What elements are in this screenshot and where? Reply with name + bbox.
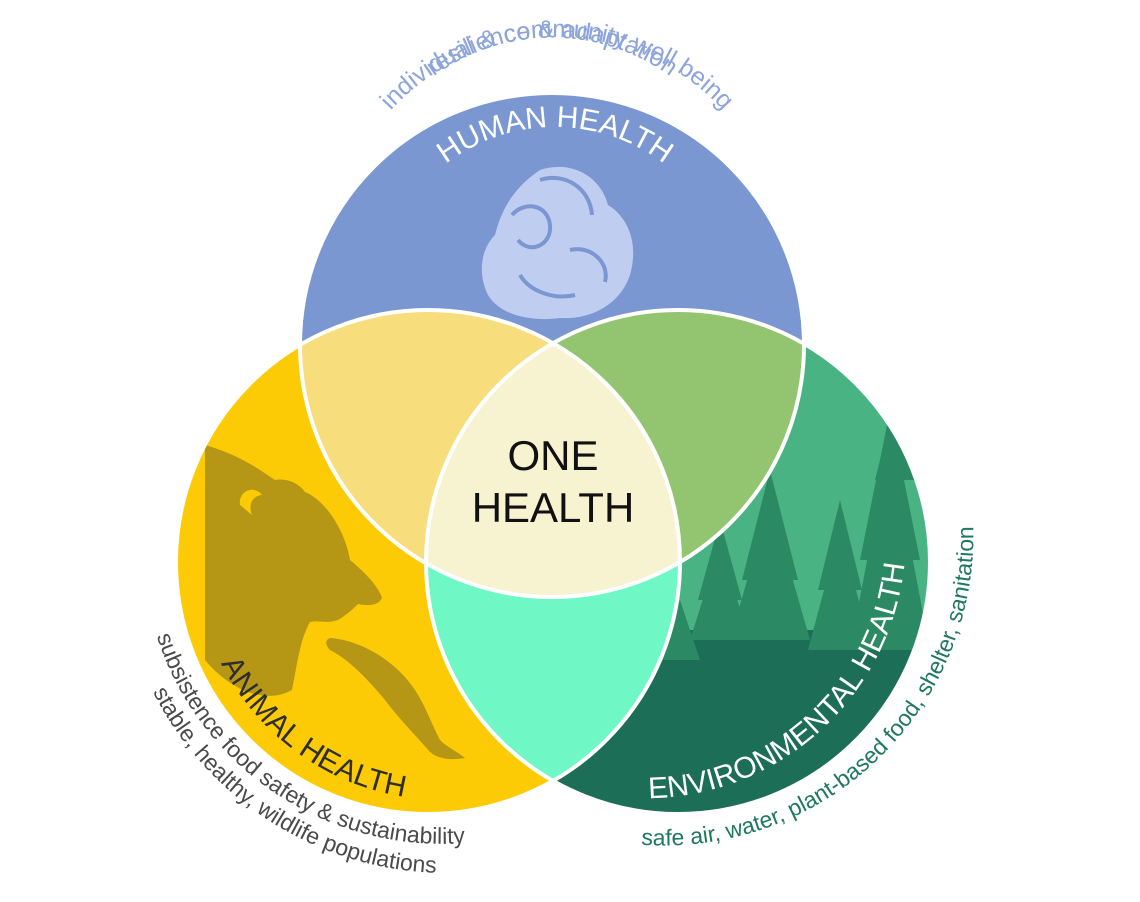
salmon-icon: [326, 638, 465, 760]
center-title-line1: ONE: [507, 432, 598, 479]
forest-icon: [660, 380, 930, 660]
bear-ear: [239, 489, 262, 515]
family-icon: [481, 166, 634, 320]
family-icon-detail: [510, 175, 608, 299]
circle-outlines: [174, 91, 932, 816]
center-title-line2: HEALTH: [472, 484, 635, 531]
